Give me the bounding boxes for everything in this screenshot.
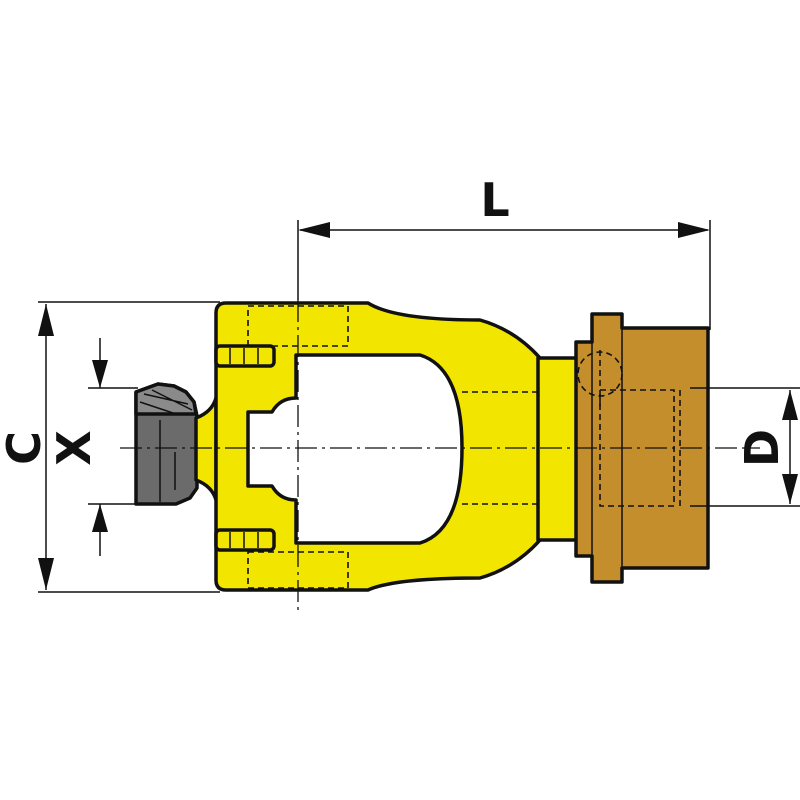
dimension-d: D xyxy=(690,387,800,507)
dimension-l: L xyxy=(297,173,711,330)
cross-spider-cap xyxy=(134,382,199,506)
yoke-hub xyxy=(536,356,582,542)
dimension-d-label: D xyxy=(735,429,789,467)
cross-neck xyxy=(194,396,218,502)
dimension-x-label: X xyxy=(47,430,101,465)
dimension-l-label: L xyxy=(480,173,509,227)
dimension-x: X xyxy=(47,338,138,556)
dimension-c-label: C xyxy=(0,431,51,465)
clamp-collar xyxy=(574,312,710,584)
dimension-c: C xyxy=(0,301,220,593)
